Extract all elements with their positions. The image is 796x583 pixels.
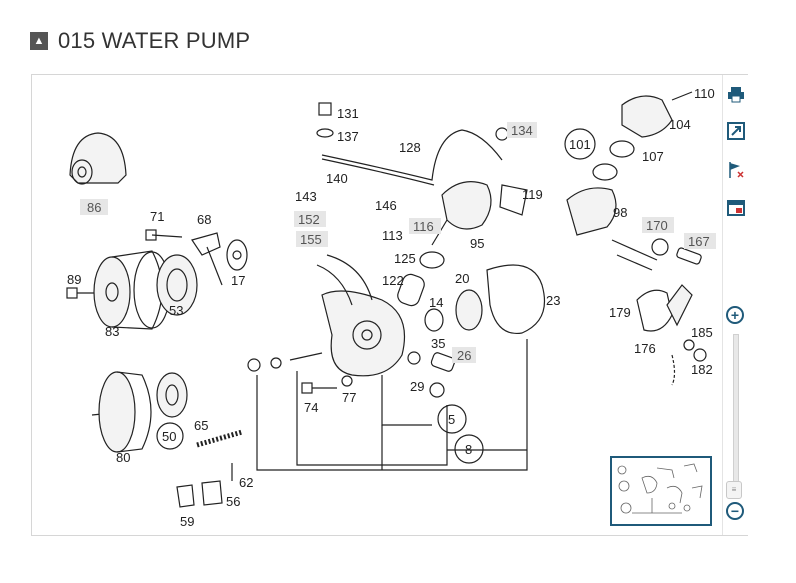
open-external-icon[interactable] (727, 122, 745, 140)
callout-119[interactable]: 119 (522, 187, 543, 202)
callout-20[interactable]: 20 (455, 271, 469, 286)
callout-77[interactable]: 77 (342, 390, 356, 405)
page-title: 015 WATER PUMP (58, 28, 251, 53)
callout-143[interactable]: 143 (295, 189, 317, 204)
callout-50[interactable]: 50 (162, 429, 176, 444)
callout-86[interactable]: 86 (87, 200, 101, 215)
callout-89[interactable]: 89 (67, 272, 81, 287)
callout-83[interactable]: 83 (105, 324, 119, 339)
callout-29[interactable]: 29 (410, 379, 424, 394)
callout-71[interactable]: 71 (150, 209, 164, 224)
callout-8[interactable]: 8 (465, 442, 472, 457)
callout-74[interactable]: 74 (304, 400, 318, 415)
callout-23[interactable]: 23 (546, 293, 560, 308)
zoom-out-button[interactable]: − (726, 502, 744, 520)
diagram-viewer: 131 137 128 134 110 104 101 107 86 140 1… (31, 74, 748, 536)
thumbnail-preview (617, 463, 703, 514)
callout-65[interactable]: 65 (194, 418, 208, 433)
callout-167[interactable]: 167 (688, 234, 710, 249)
callout-107[interactable]: 107 (642, 149, 664, 164)
window-close-icon[interactable] (727, 199, 745, 217)
callout-95[interactable]: 95 (470, 236, 484, 251)
callout-104[interactable]: 104 (669, 117, 691, 132)
callout-155[interactable]: 155 (300, 232, 322, 247)
callout-152[interactable]: 152 (298, 212, 320, 227)
callout-80[interactable]: 80 (116, 450, 130, 465)
zoom-slider-handle[interactable]: ≡ (726, 481, 742, 499)
callout-98[interactable]: 98 (613, 205, 627, 220)
callout-14[interactable]: 14 (429, 295, 443, 310)
callout-59[interactable]: 59 (180, 514, 194, 529)
zoom-slider-track[interactable] (733, 334, 739, 496)
callout-179[interactable]: 179 (609, 305, 631, 320)
callout-17[interactable]: 17 (231, 273, 245, 288)
exploded-parts-diagram[interactable]: 131 137 128 134 110 104 101 107 86 140 1… (32, 75, 722, 535)
callout-26[interactable]: 26 (457, 348, 471, 363)
callout-128[interactable]: 128 (399, 140, 421, 155)
zoom-in-button[interactable]: + (726, 306, 744, 324)
callout-134[interactable]: 134 (511, 123, 533, 138)
callout-35[interactable]: 35 (431, 336, 445, 351)
callout-140[interactable]: 140 (326, 171, 348, 186)
callout-62[interactable]: 62 (239, 475, 253, 490)
callout-146[interactable]: 146 (375, 198, 397, 213)
callout-176[interactable]: 176 (634, 341, 656, 356)
callout-170[interactable]: 170 (646, 218, 668, 233)
diagram-thumbnail[interactable] (610, 456, 712, 526)
callout-122[interactable]: 122 (382, 273, 404, 288)
callout-56[interactable]: 56 (226, 494, 240, 509)
callout-101[interactable]: 101 (569, 137, 591, 152)
callout-5[interactable]: 5 (448, 412, 455, 427)
callout-110[interactable]: 110 (694, 86, 715, 101)
callout-182[interactable]: 182 (691, 362, 713, 377)
callout-113[interactable]: 113 (382, 228, 403, 243)
callout-68[interactable]: 68 (197, 212, 211, 227)
callout-137[interactable]: 137 (337, 129, 359, 144)
callout-125[interactable]: 125 (394, 251, 416, 266)
section-header: ▲ 015 WATER PUMP (30, 26, 250, 56)
viewer-toolbar: + ≡ − (722, 75, 748, 535)
callout-131[interactable]: 131 (337, 106, 359, 121)
callout-53[interactable]: 53 (169, 303, 183, 318)
print-icon[interactable] (727, 85, 745, 103)
callout-185[interactable]: 185 (691, 325, 713, 340)
flag-remove-icon[interactable] (727, 161, 745, 179)
callout-116[interactable]: 116 (413, 219, 434, 234)
collapse-icon[interactable]: ▲ (30, 32, 48, 50)
